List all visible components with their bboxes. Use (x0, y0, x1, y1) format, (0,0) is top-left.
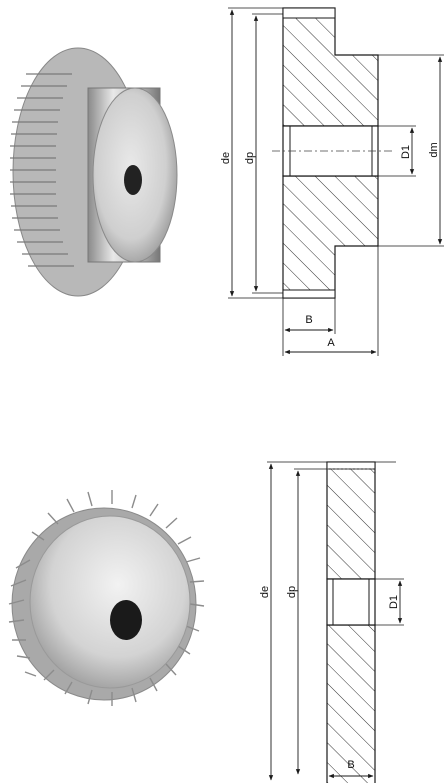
dp-label: dp (244, 152, 256, 164)
plain-spur-gear-photo (8, 490, 205, 706)
d1-label: D1 (400, 145, 412, 159)
hub-gear-section-drawing: de dp dm D1 B A (220, 7, 444, 356)
a-label: A (327, 337, 335, 349)
dm-label: dm (428, 142, 440, 157)
de-label: de (220, 152, 232, 164)
d1-label-bottom: D1 (388, 595, 400, 609)
plain-gear-section-drawing: de dp D1 B (259, 461, 404, 783)
b-label: B (305, 314, 312, 326)
dp-label-bottom: dp (286, 586, 298, 598)
de-label-bottom: de (259, 586, 271, 598)
b-label-bottom: B (347, 759, 354, 771)
spur-gear-with-hub-photo (10, 47, 178, 297)
